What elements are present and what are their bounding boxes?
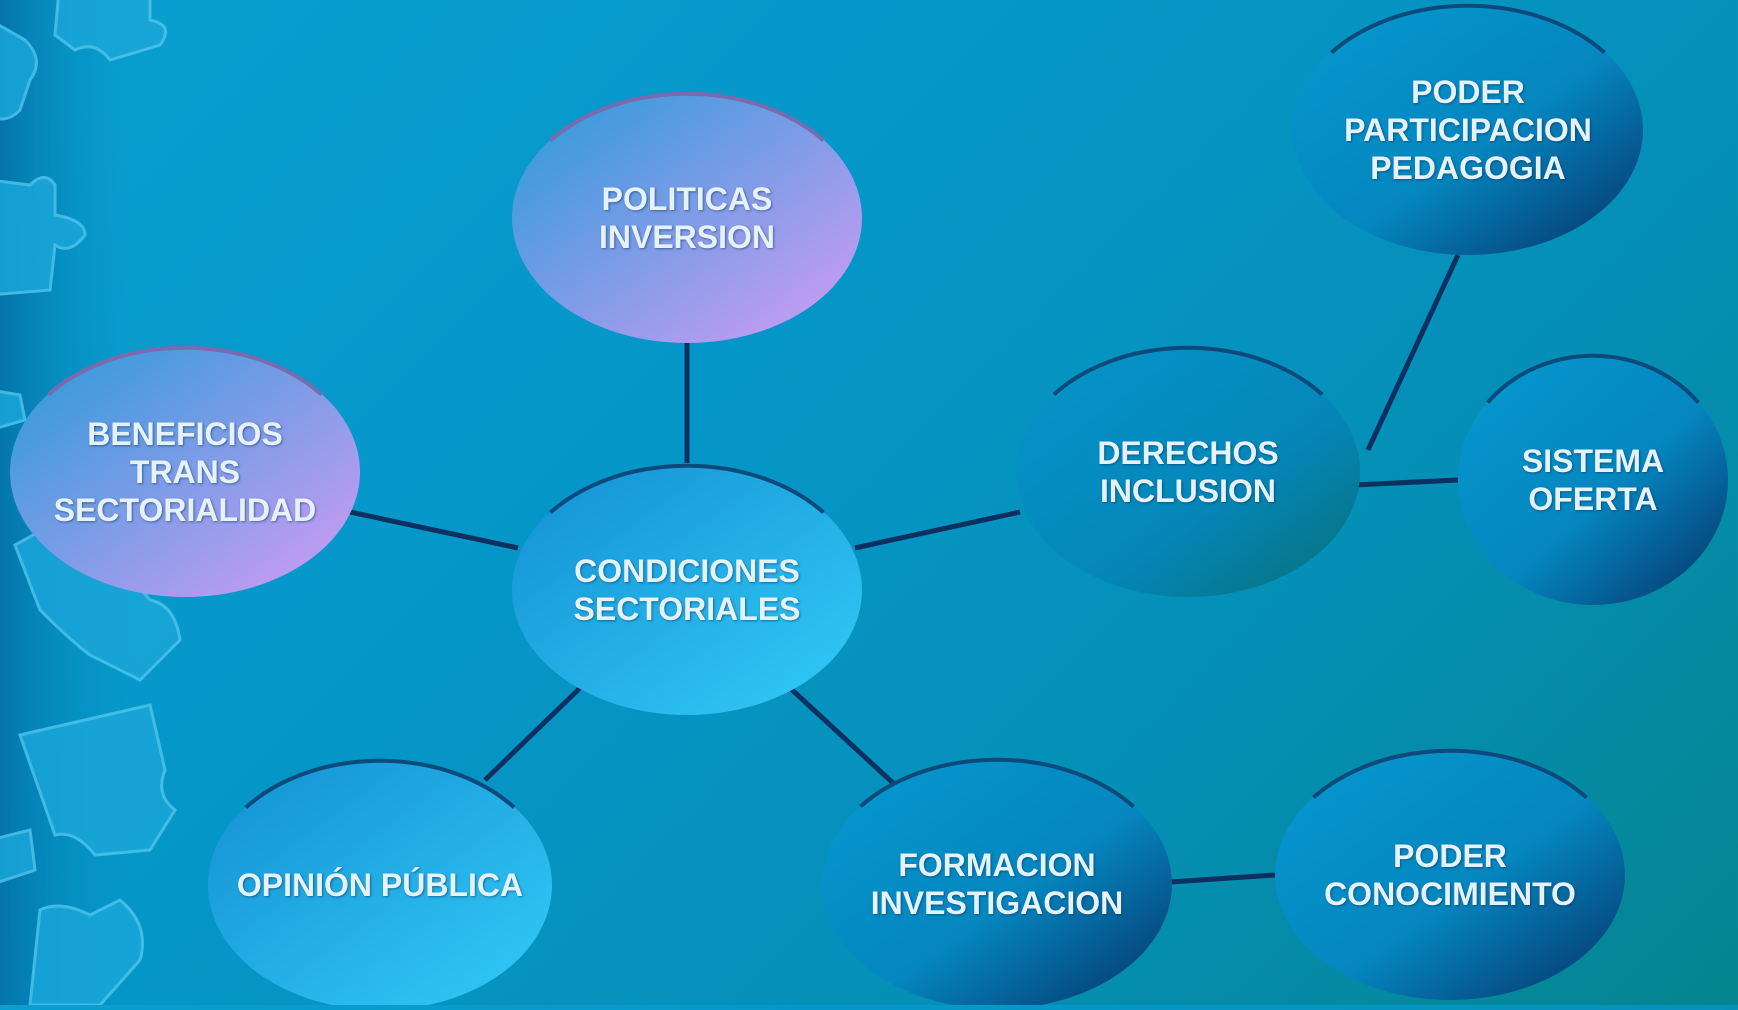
node-rim-poder-participacion: [1330, 3, 1606, 54]
node-politicas: [512, 93, 862, 343]
node-condiciones: [512, 465, 862, 715]
connector-condiciones-formacion: [788, 686, 895, 785]
node-rim-poder-conocimiento: [1312, 748, 1588, 799]
node-rim-beneficios: [47, 345, 323, 396]
node-poder-conocimiento: [1275, 750, 1625, 1000]
connector-derechos-poder_participacion: [1365, 253, 1461, 452]
node-rim-sistema: [1486, 353, 1700, 404]
node-derechos: [1016, 347, 1360, 597]
node-poder-participacion: [1293, 5, 1643, 255]
connector-condiciones-opinion: [483, 686, 582, 782]
node-beneficios: [10, 347, 360, 597]
node-rim-condiciones: [549, 463, 825, 514]
node-sistema: [1458, 355, 1728, 605]
node-rim-opinion: [244, 758, 516, 809]
connector-condiciones-beneficios: [349, 509, 519, 551]
connector-formacion-poder_conocimiento: [1169, 872, 1276, 885]
node-rim-formacion: [859, 757, 1135, 808]
node-rim-politicas: [549, 91, 825, 142]
node-rim-derechos: [1052, 345, 1324, 396]
node-opinion: [208, 760, 552, 1005]
connector-condiciones-derechos: [854, 509, 1021, 551]
node-formacion: [822, 759, 1172, 1005]
